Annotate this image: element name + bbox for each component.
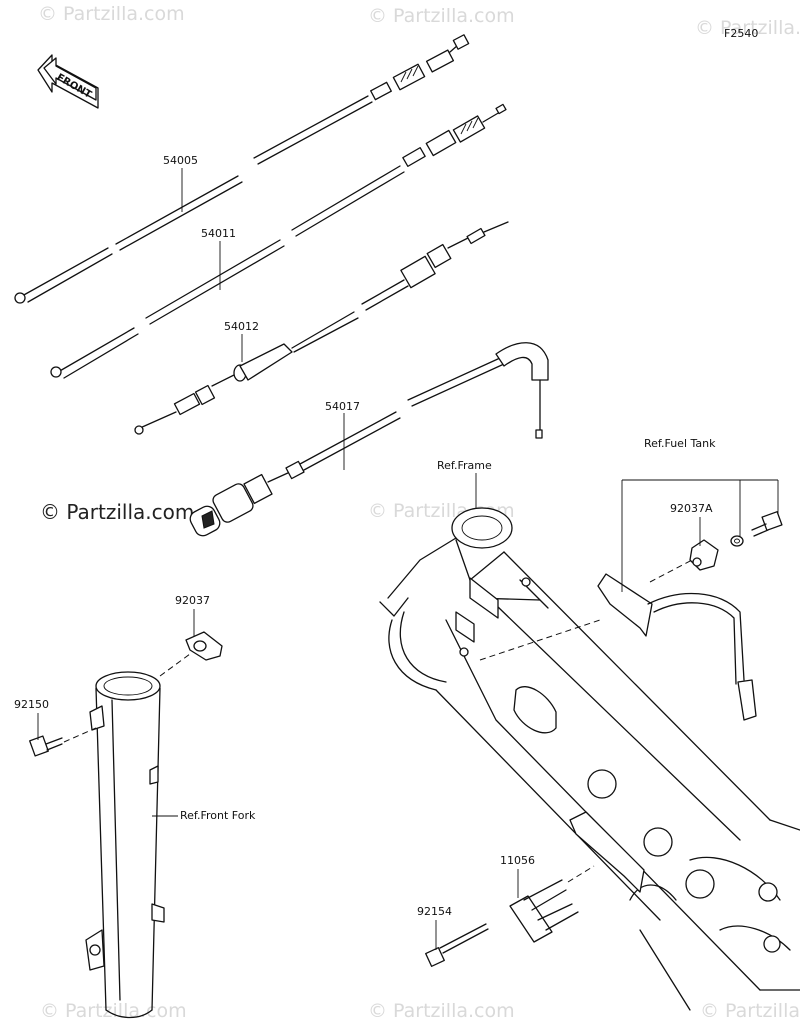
cable-54011 [50,103,507,379]
clamp-92037a [689,539,719,571]
ref-fuel-tank-label: Ref.Fuel Tank [644,437,716,450]
part-label-54005[interactable]: 54005 [163,154,198,167]
cable-54005 [14,34,470,304]
cable-54012 [134,221,509,435]
watermark-mid-left: © Partzilla.com [40,500,195,524]
collar-11056 [509,879,579,943]
watermark-top-left: © Partzilla.com [38,3,185,25]
washer [730,535,744,547]
watermark-bottom-center: © Partzilla.com [368,1000,515,1022]
diagram-code: F2540 [724,27,759,40]
clamp-92037 [185,631,223,661]
front-fork [85,671,165,1019]
fuel-tank-bracket [597,573,757,721]
part-label-54012[interactable]: 54012 [224,320,259,333]
watermark-bottom-left: © Partzilla.com [40,1000,187,1022]
part-label-92037a[interactable]: 92037A [670,502,713,515]
bolt-92154 [425,923,489,967]
watermark-bottom-right: © Partzilla.com [700,1000,800,1022]
cable-54017 [189,342,549,537]
frame [379,507,800,1011]
ref-frame-label: Ref.Frame [437,459,492,472]
part-label-92154[interactable]: 92154 [417,905,452,918]
part-label-54017[interactable]: 54017 [325,400,360,413]
watermark-top-right: © Partzilla.com [695,17,800,39]
watermark-top-center: © Partzilla.com [368,5,515,27]
part-label-92150[interactable]: 92150 [14,698,49,711]
bolt-fuel-tank [751,511,783,537]
part-label-92037[interactable]: 92037 [175,594,210,607]
leader-lines [37,168,779,950]
ref-front-fork-label: Ref.Front Fork [180,809,256,822]
part-label-11056[interactable]: 11056 [500,854,535,867]
frame-bracket [569,811,645,893]
front-arrow-icon: FRONT [37,54,99,109]
bolt-92150 [29,735,63,757]
part-label-54011[interactable]: 54011 [201,227,236,240]
